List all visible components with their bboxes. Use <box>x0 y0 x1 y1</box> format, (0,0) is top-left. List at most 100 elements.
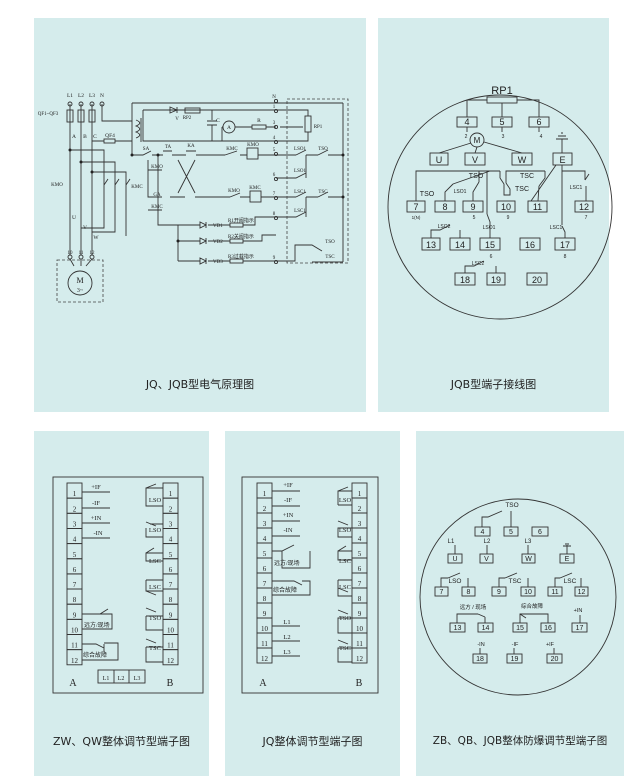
sa-label: SA <box>143 147 150 152</box>
diode-label: V <box>175 117 179 122</box>
terminal-number: 4 <box>273 136 276 141</box>
jqb-terminal-label: 6 <box>536 117 541 127</box>
ka-label: KA <box>187 144 195 149</box>
motor-type-label: 3~ <box>77 288 84 294</box>
phase-label: B <box>83 134 87 140</box>
jqb-note: LSC1 <box>570 185 583 191</box>
indicator-label: R3过载指示 <box>228 253 254 260</box>
zb-terminal-box <box>547 586 563 597</box>
terminal-number: 7 <box>273 192 276 197</box>
jq-a-terminal-label: 2 <box>263 505 267 513</box>
jqb-terminal-box <box>486 272 506 286</box>
jq-b-terminal-label: 6 <box>358 565 362 573</box>
zb-label: -IN <box>477 642 484 648</box>
jqb-terminal-box <box>526 272 548 286</box>
led-label: VD3 <box>213 260 223 265</box>
jqb-terminal-label: U <box>436 155 443 165</box>
jq-switch-label: TSO <box>339 615 352 622</box>
jq-switch-label: LSO <box>339 527 352 534</box>
phase-label: C <box>93 134 97 140</box>
jq-switch-label: LSC <box>339 584 351 591</box>
terminal-point <box>273 259 279 265</box>
jqb-note: 1(N) <box>412 215 421 220</box>
jq-switch-label: LSC <box>339 558 351 565</box>
zw-a-terminal-label: 12 <box>71 657 79 665</box>
zw-b-terminal-label: 10 <box>167 627 175 635</box>
jq-line-label: L2 <box>283 634 290 641</box>
zb-terminal-label: V <box>484 556 489 563</box>
zw-switch-label: LSO <box>149 497 162 504</box>
jqb-terminal-label: V <box>472 155 478 165</box>
jq-switch-label: TSC <box>339 645 351 652</box>
jqb-note: LSO2 <box>438 224 451 230</box>
terminal-number: 3 <box>273 121 276 126</box>
zw-fault-label: 综合故障 <box>83 651 107 659</box>
jq-line-label: L3 <box>283 649 290 656</box>
zb-terminal-box <box>546 653 563 664</box>
terminal-number: 8 <box>273 212 276 217</box>
jqb-terminal-box <box>464 152 486 166</box>
jq-b-terminal-label: 10 <box>356 625 364 633</box>
jq-a-terminal-label: 3 <box>263 520 267 528</box>
jqb-terminal-box <box>491 116 513 128</box>
breaker-label: QF1~QF3 <box>38 112 59 117</box>
zw-b-terminal-label: 11 <box>167 642 174 650</box>
terminal-number: N <box>272 95 276 100</box>
resistor-label: R <box>257 118 261 124</box>
kmo-contact-label: KMO <box>228 189 240 194</box>
jqb-terminal-label: 16 <box>525 240 535 250</box>
jq-switch-label: LSO <box>339 497 352 504</box>
rp1-label: RP1 <box>314 125 323 130</box>
zw-b-terminal-label: 2 <box>169 505 173 513</box>
zb-terminal-box <box>491 586 507 597</box>
jq-a-terminal-box <box>256 647 273 664</box>
terminal-number: 5 <box>273 148 276 153</box>
zw-signal-label: +IF <box>91 484 101 491</box>
jqb-note: LSC1 <box>550 225 563 231</box>
terminal-point <box>273 98 279 104</box>
zw-a-terminal-label: 2 <box>73 505 77 513</box>
zw-b-terminal-label: 5 <box>169 551 173 559</box>
jq-a-terminal-label: 11 <box>261 640 268 648</box>
kmo-main-label: KMO <box>51 183 63 188</box>
supply-label: L2 <box>78 93 84 99</box>
circuit-wiring <box>56 98 349 303</box>
kmo-hold-label: KMO <box>151 165 163 170</box>
zb-label: L2 <box>484 539 491 545</box>
jqb-terminal-box <box>496 200 516 213</box>
panel-circuit-diagram: JQ、JQB型电气原理图 <box>34 18 366 412</box>
lsc1-label: LSC1 <box>294 209 306 214</box>
kmc-coil-label: KMC <box>249 186 261 191</box>
zb-terminal-label: U <box>452 556 457 563</box>
zb-label: 远方 / 现场 <box>460 603 487 611</box>
zb-terminal-box <box>559 553 575 564</box>
zw-switch-label: LSC <box>149 558 161 565</box>
zb-terminal-label: 15 <box>516 625 524 632</box>
jq-fault-label: 综合故障 <box>273 586 297 594</box>
zb-terminal-box <box>571 622 588 633</box>
zb-terminal-label: 7 <box>440 589 444 596</box>
zw-line-label: L1 <box>103 676 110 682</box>
jq-a-terminal-label: 4 <box>263 535 267 543</box>
zb-terminal-box <box>474 526 491 537</box>
jqb-terminal-box <box>462 200 484 213</box>
jqb-terminal-label: 10 <box>501 202 511 212</box>
zb-label: TSO <box>505 502 518 509</box>
zw-a-terminal-label: 8 <box>73 596 77 604</box>
zw-a-terminal-label: 5 <box>73 551 77 559</box>
zw-side-a: A <box>69 678 77 689</box>
zw-a-terminal-label: 3 <box>73 520 77 528</box>
jqb-terminal-box <box>406 200 426 213</box>
tsc-label: TSC <box>325 255 335 260</box>
zb-label: LSO <box>448 578 461 585</box>
zb-label: L3 <box>525 539 532 545</box>
zw-switch-label: TSC <box>149 645 161 652</box>
jqb-wiring <box>387 94 613 320</box>
motor-terminal-label: 12 <box>90 251 96 256</box>
zw-b-terminal-label: 3 <box>169 520 173 528</box>
jqb-terminal-box <box>574 200 594 213</box>
zb-terminal-label: 11 <box>551 589 558 596</box>
zb-terminal-label: E <box>565 556 570 563</box>
jqb-terminal-label: 7 <box>413 202 418 212</box>
jqb-terminal-label: W <box>518 155 527 165</box>
